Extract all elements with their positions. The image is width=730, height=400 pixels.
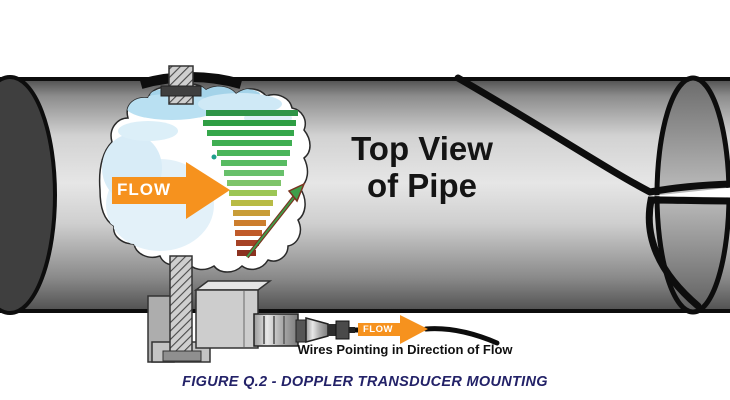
velocity-bar: [237, 250, 256, 256]
velocity-bar: [207, 130, 294, 136]
velocity-bar: [233, 210, 270, 216]
transducer-taper: [305, 317, 329, 343]
pipe-top-edge: [0, 77, 730, 81]
velocity-bar: [227, 180, 281, 186]
top-view-title-line1: Top View: [351, 130, 493, 167]
pipe-left-end-cap: [0, 75, 57, 315]
clamp-nut-top: [160, 85, 202, 97]
wires-direction-caption: Wires Pointing in Direction of Flow: [297, 342, 513, 357]
water-patch: [198, 93, 282, 115]
velocity-bar: [221, 160, 287, 166]
velocity-bar: [212, 140, 292, 146]
pipe-bottom-edge: [0, 309, 730, 313]
velocity-vector-arrowhead: [287, 182, 306, 203]
connector-pin: [349, 327, 355, 333]
threaded-rod-top: [168, 65, 194, 105]
flow-label-small: FLOW: [363, 324, 393, 335]
particle-dot: [211, 154, 217, 160]
velocity-bar: [206, 110, 298, 116]
rod-washer: [162, 350, 202, 362]
signal-cable-upper: [454, 74, 730, 196]
flow-label-main: FLOW: [117, 180, 172, 199]
flow-arrow-main: [112, 162, 230, 219]
connector-neck: [328, 324, 336, 336]
top-view-title-line2: of Pipe: [366, 166, 477, 204]
velocity-bar: [217, 150, 290, 156]
fitting-collar: [295, 319, 307, 343]
velocity-bar: [203, 120, 296, 126]
flow-arrow-small: [358, 315, 428, 344]
velocity-vector-core: [246, 195, 296, 258]
top-view-title: Top View of Pipe: [330, 130, 514, 205]
velocity-bar: [235, 230, 262, 236]
velocity-bar: [234, 220, 266, 226]
velocity-bar: [224, 170, 284, 176]
cable-connector: [335, 320, 350, 340]
threaded-rod-bottom: [169, 255, 193, 355]
velocity-bar: [231, 200, 273, 206]
water-patch: [118, 121, 178, 141]
water-patch: [126, 94, 218, 120]
velocity-profile-bars: [203, 110, 298, 256]
figure-caption: FIGURE Q.2 - DOPPLER TRANSDUCER MOUNTING: [182, 374, 548, 390]
bracket-block-top: [193, 280, 273, 291]
signal-cable-lower: [645, 196, 730, 310]
velocity-bar: [229, 190, 277, 196]
velocity-bar: [236, 240, 259, 246]
cable-gap-highlight: [651, 187, 730, 198]
transducer-cable-end: [423, 326, 500, 346]
bracket-block-front: [195, 289, 259, 349]
